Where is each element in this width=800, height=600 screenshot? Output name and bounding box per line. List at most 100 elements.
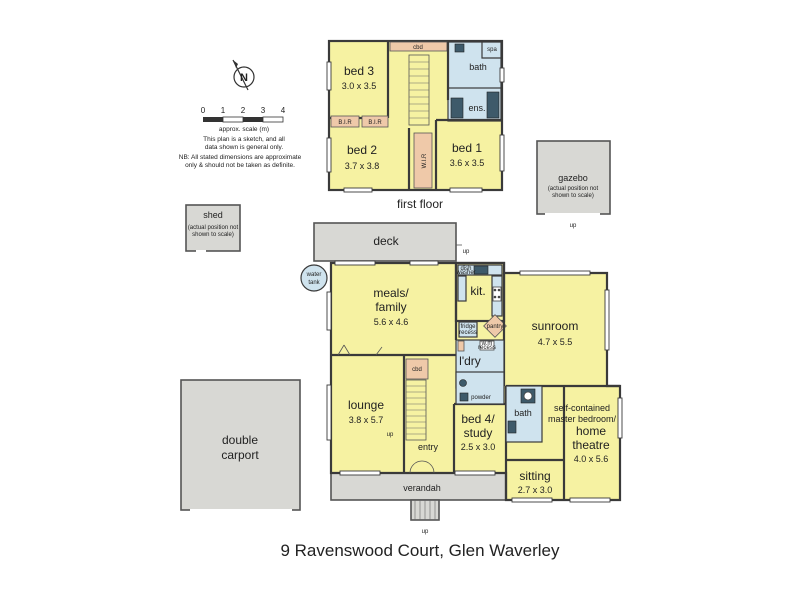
master-label-1: self-contained xyxy=(554,403,610,413)
entry-door-arc-1 xyxy=(409,460,423,474)
scale-tick-4: 4 xyxy=(281,106,286,115)
kitchen-label: kit. xyxy=(470,284,485,298)
deck xyxy=(313,222,457,262)
bath-upper-label: bath xyxy=(469,62,487,72)
verandah-label: verandah xyxy=(403,483,441,493)
shed-outline xyxy=(185,204,241,252)
fridge-label-2: recess xyxy=(459,330,477,336)
laundry-label: l'dry xyxy=(459,354,481,368)
sketch-note-1: This plan is a sketch, and all xyxy=(203,136,285,143)
bed1-label: bed 1 xyxy=(452,141,482,155)
kitchen-island xyxy=(457,275,467,302)
spa-label: spa xyxy=(487,47,497,53)
wm-label-2: recess xyxy=(478,345,496,351)
nb-note-2: only & should not be taken as definite. xyxy=(185,162,295,169)
shed: shed (actual position not shown to scale… xyxy=(185,204,241,252)
water-tank xyxy=(300,264,328,292)
shower-fixture xyxy=(450,97,464,119)
wm-label-1: w.m xyxy=(481,341,493,347)
pantry xyxy=(483,314,507,338)
basin-fixture xyxy=(454,43,465,53)
cbd-upper-label: cbd xyxy=(413,45,423,51)
fridge-recess xyxy=(458,321,478,338)
shed-note-2: shown to scale) xyxy=(192,232,234,238)
linen xyxy=(457,340,465,352)
scale-tick-2: 2 xyxy=(241,106,246,115)
water-tank-label-1: water xyxy=(306,272,322,278)
gazebo-note-1: (actual position not xyxy=(548,186,599,192)
nb-note-1: NB: All stated dimensions are approximat… xyxy=(179,154,302,161)
bath-lower-label: bath xyxy=(514,408,532,418)
shed-note-1: (actual position not xyxy=(188,225,239,231)
master-dims: 4.0 x 5.6 xyxy=(574,454,609,464)
lounge-dims: 3.8 x 5.7 xyxy=(349,415,384,425)
verandah-up: up xyxy=(422,529,429,535)
scale-tick-1: 1 xyxy=(221,106,226,115)
compass: N xyxy=(232,59,255,91)
bir-2 xyxy=(361,115,389,128)
bed4-label-1: bed 4/ xyxy=(461,412,495,426)
entry-door-arc-2 xyxy=(421,460,435,474)
sitting-dims: 2.7 x 3.0 xyxy=(518,485,553,495)
bed2-label: bed 2 xyxy=(347,143,377,157)
dishwasher-label-2: washer xyxy=(455,270,475,276)
water-tank-label-2: tank xyxy=(308,280,320,286)
pantry-label: pantry xyxy=(487,324,504,330)
ground-floor: deck up verandah up dish washer kit. fri… xyxy=(300,222,623,535)
meals-family-label-1: meals/ xyxy=(373,286,409,300)
master-label-2: master bedroom/ xyxy=(548,414,617,424)
scale-label: approx. scale (m) xyxy=(219,126,269,133)
carport-outline xyxy=(180,379,301,511)
scale-tick-3: 3 xyxy=(261,106,266,115)
bir-1-label: B.I.R xyxy=(338,120,352,126)
gazebo-outline xyxy=(536,140,611,215)
scale-bar: 0 1 2 3 4 approx. scale (m) This plan is a s… xyxy=(179,106,302,169)
fridge-label-1: fridge xyxy=(460,324,476,330)
lounge-label: lounge xyxy=(348,398,384,412)
master-label-3: home xyxy=(576,424,606,438)
bed1-dims: 3.6 x 3.5 xyxy=(450,158,485,168)
stair-up: up xyxy=(387,432,394,438)
deck-label: deck xyxy=(373,234,399,248)
gazebo-up: up xyxy=(570,223,577,229)
dishwasher-label-1: dish xyxy=(460,266,471,272)
gazebo-note-2: shown to scale) xyxy=(552,193,594,199)
shed-label: shed xyxy=(203,210,223,220)
sunroom-dims: 4.7 x 5.5 xyxy=(538,337,573,347)
entry-label: entry xyxy=(418,442,439,452)
scale-tick-0: 0 xyxy=(201,106,206,115)
bed2-dims: 3.7 x 3.8 xyxy=(345,161,380,171)
wir-label: W.I.R xyxy=(422,153,428,168)
sunroom-label: sunroom xyxy=(532,319,579,333)
first-floor: cbd B.I.R B.I.R W.I.R bed 3 3.0 x 3.5 be… xyxy=(326,39,505,211)
ens-label: ens. xyxy=(468,103,485,113)
gazebo: gazebo (actual position not shown to sca… xyxy=(536,140,611,229)
carport-label-2: carport xyxy=(221,448,259,462)
deck-up: up xyxy=(463,249,470,255)
address-title: 9 Ravenswood Court, Glen Waverley xyxy=(280,541,560,560)
bir-2-label: B.I.R xyxy=(368,120,382,126)
bir-1 xyxy=(330,115,360,128)
double-carport: double carport xyxy=(180,379,301,511)
cbd-lower-label: cbd xyxy=(412,367,422,373)
compass-north-label: N xyxy=(240,72,248,84)
meals-family-dims: 5.6 x 4.6 xyxy=(374,317,409,327)
bed3-dims: 3.0 x 3.5 xyxy=(342,81,377,91)
carport-label-1: double xyxy=(222,433,258,447)
powder-label: powder xyxy=(471,395,491,401)
spa-tub xyxy=(481,41,502,59)
toilet-fixture xyxy=(486,91,500,119)
sitting-label: sitting xyxy=(519,469,550,483)
bed4-dims: 2.5 x 3.0 xyxy=(461,442,496,452)
bed3-label: bed 3 xyxy=(344,64,374,78)
cbd-lower xyxy=(405,358,429,380)
gazebo-label: gazebo xyxy=(558,173,588,183)
sketch-note-2: data shown is general only. xyxy=(205,144,283,151)
wir xyxy=(413,132,433,189)
master-label-4: theatre xyxy=(572,438,610,452)
bed4-label-2: study xyxy=(464,426,493,440)
verandah xyxy=(330,472,507,501)
meals-family-label-2: family xyxy=(375,300,406,314)
first-floor-label: first floor xyxy=(397,197,443,211)
